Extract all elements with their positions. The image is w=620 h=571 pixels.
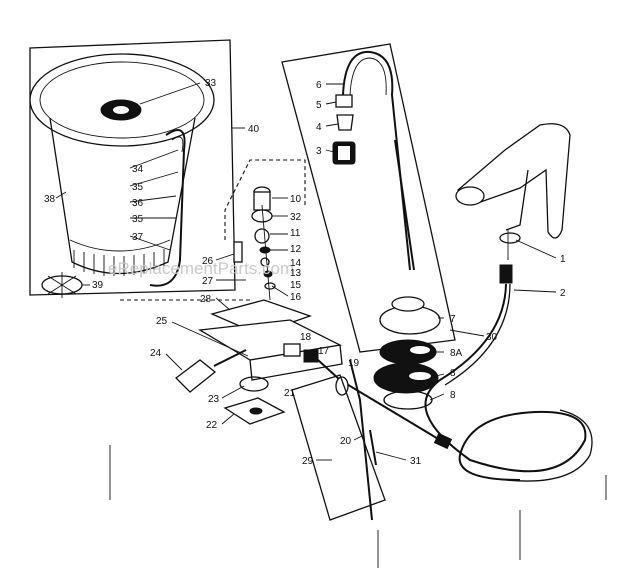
pump-valve-stack <box>171 186 441 521</box>
callout-38: 38 <box>44 194 56 205</box>
callout-18: 18 <box>300 332 312 343</box>
callout-25: 25 <box>156 316 168 327</box>
callout-33: 33 <box>205 78 217 89</box>
callout-34: 34 <box>132 164 144 175</box>
callout-8b: 8 <box>450 390 456 401</box>
callout-27: 27 <box>202 276 214 287</box>
callout-5: 5 <box>316 100 322 111</box>
callout-36: 36 <box>132 198 144 209</box>
callout-20: 20 <box>340 436 352 447</box>
callout-28: 28 <box>200 294 212 305</box>
callout-32: 32 <box>290 212 302 223</box>
watermark-text: eReplacementParts.com <box>108 259 294 278</box>
callout-4: 4 <box>316 122 322 133</box>
callout-29: 29 <box>302 456 314 467</box>
callout-26: 26 <box>202 256 214 267</box>
spray-gun-and-hose <box>424 123 593 482</box>
callout-23: 23 <box>208 394 220 405</box>
callout-1: 1 <box>560 254 566 265</box>
callout-16: 16 <box>290 292 302 303</box>
callout-2: 2 <box>560 288 566 299</box>
callout-24: 24 <box>150 348 162 359</box>
callout-17: 17 <box>318 346 330 357</box>
callout-12: 12 <box>290 244 302 255</box>
callout-7: 7 <box>450 314 456 325</box>
callout-6: 6 <box>316 80 322 91</box>
callout-13: 13 <box>290 268 302 279</box>
callout-10: 10 <box>290 194 302 205</box>
callout-19: 19 <box>348 358 360 369</box>
callout-37: 37 <box>132 232 144 243</box>
callout-30: 30 <box>486 332 498 343</box>
filter-stack <box>373 296 441 410</box>
callout-8a: 8 <box>450 368 456 379</box>
callout-14: 14 <box>290 258 302 269</box>
callout-8A: 8A <box>450 348 463 359</box>
bucket-assembly <box>29 39 245 298</box>
callout-15: 15 <box>290 280 302 291</box>
siphon-tube-assembly <box>281 43 456 353</box>
callout-39: 39 <box>92 280 104 291</box>
callout-35a: 35 <box>132 182 144 193</box>
callout-21: 21 <box>284 388 296 399</box>
callout-3: 3 <box>316 146 322 157</box>
callout-22: 22 <box>206 420 218 431</box>
callout-35b: 35 <box>132 214 144 225</box>
callout-labels: 33 40 34 35 36 35 37 38 39 6 5 4 3 10 32… <box>44 78 566 467</box>
callout-31: 31 <box>410 456 422 467</box>
callout-40: 40 <box>248 124 260 135</box>
callout-11: 11 <box>290 228 301 239</box>
